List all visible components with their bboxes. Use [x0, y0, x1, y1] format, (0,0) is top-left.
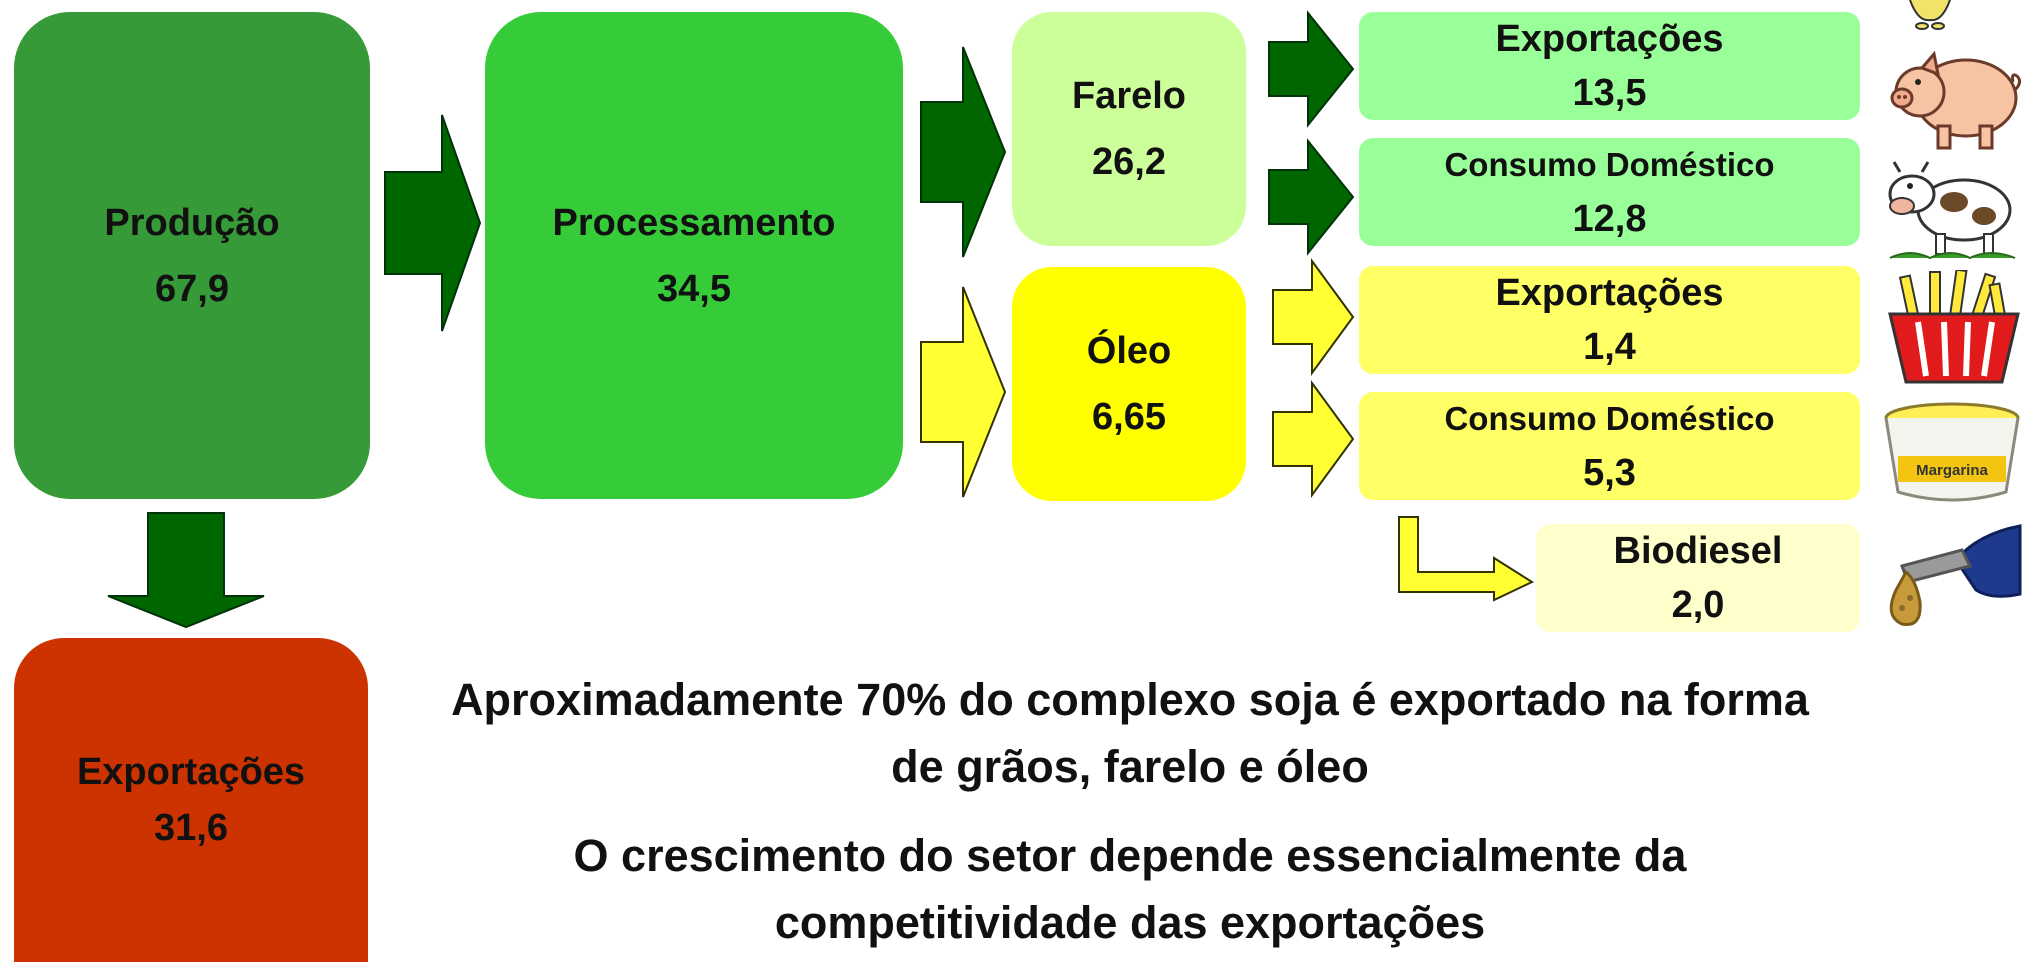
oleo-label: Óleo: [1086, 330, 1172, 372]
message-line-3: O crescimento do setor depende essencial…: [573, 830, 1687, 881]
exportacoes-graos-box: Exportações 31,6: [14, 638, 368, 962]
fuel-nozzle-icon: [1889, 524, 2022, 627]
oleo-box: Óleo 6,65: [1012, 267, 1246, 501]
processamento-label: Processamento: [552, 201, 836, 244]
producao-label: Produção: [104, 201, 280, 244]
french-fries-icon: [1888, 270, 2020, 384]
oleo-exportacoes-value: 1,4: [1583, 326, 1636, 368]
consumo-to-biodiesel-arrow: [1398, 516, 1535, 602]
processamento-value: 34,5: [657, 267, 731, 310]
processamento-box: Processamento 34,5: [485, 12, 903, 499]
farelo-to-consumo-arrow: [1268, 138, 1355, 256]
exportacoes-graos-label: Exportações: [76, 751, 306, 793]
oleo-consumo-label: Consumo Doméstico: [1444, 400, 1775, 437]
oleo-value: 6,65: [1092, 396, 1166, 438]
message-line-2: de grãos, farelo e óleo: [891, 741, 1369, 792]
pig-icon: [1890, 50, 2022, 150]
farelo-consumo-box: Consumo Doméstico 12,8: [1359, 138, 1860, 246]
farelo-label: Farelo: [1071, 75, 1187, 117]
exportacoes-graos-value: 31,6: [154, 807, 228, 849]
oleo-to-exportacoes-arrow: [1272, 258, 1355, 376]
farelo-to-exportacoes-arrow: [1268, 10, 1355, 128]
biodiesel-value: 2,0: [1671, 584, 1725, 626]
farelo-exportacoes-value: 13,5: [1572, 72, 1647, 114]
small-animal-icon: [1909, 0, 1951, 30]
processamento-to-oleo-arrow: [920, 286, 1007, 498]
message-exports-share: Aproximadamente 70% do complexo soja é e…: [400, 666, 1860, 800]
oleo-consumo-value: 5,3: [1583, 452, 1636, 494]
producao-value: 67,9: [155, 267, 229, 310]
producao-box: Produção 67,9: [14, 12, 370, 499]
biodiesel-label: Biodiesel: [1613, 530, 1783, 572]
producao-to-exportacoes-arrow: [107, 512, 265, 629]
margarine-tub-icon: Margarina: [1884, 402, 2020, 502]
cow-icon: [1888, 161, 2016, 260]
processamento-to-farelo-arrow: [920, 46, 1007, 258]
margarine-label: Margarina: [1916, 462, 1988, 479]
farelo-consumo-value: 12,8: [1572, 198, 1647, 240]
oleo-consumo-box: Consumo Doméstico 5,3: [1359, 392, 1860, 500]
farelo-exportacoes-label: Exportações: [1495, 18, 1724, 60]
farelo-box: Farelo 26,2: [1012, 12, 1246, 246]
message-line-4: competitividade das exportações: [774, 897, 1486, 948]
farelo-exportacoes-box: Exportações 13,5: [1359, 12, 1860, 120]
message-line-1: Aproximadamente 70% do complexo soja é e…: [451, 674, 1809, 725]
oleo-to-consumo-arrow: [1272, 380, 1355, 498]
oleo-exportacoes-box: Exportações 1,4: [1359, 266, 1860, 374]
farelo-value: 26,2: [1092, 141, 1166, 183]
message-growth: O crescimento do setor depende essencial…: [400, 822, 1860, 956]
biodiesel-box: Biodiesel 2,0: [1536, 524, 1860, 632]
oleo-exportacoes-label: Exportações: [1495, 272, 1724, 314]
producao-to-processamento-arrow: [384, 114, 482, 332]
farelo-consumo-label: Consumo Doméstico: [1444, 146, 1775, 183]
